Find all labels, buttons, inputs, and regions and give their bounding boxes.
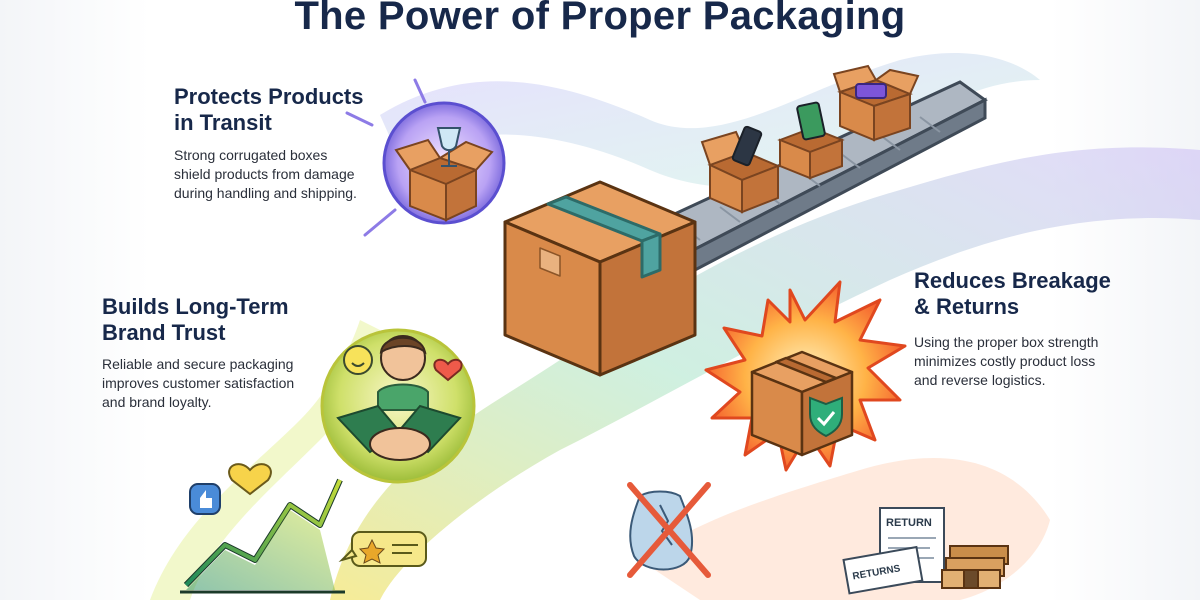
reduces-breakage-heading: Reduces Breakage & Returns: [914, 268, 1111, 319]
reduces-breakage-description: Using the proper box strength minimizes …: [914, 334, 1099, 388]
brand-trust-description: Reliable and secure packaging improves c…: [102, 356, 295, 410]
main-cardboard-box: [503, 180, 697, 377]
protects-products-heading: Protects Products in Transit: [174, 84, 364, 135]
returns-documents-illustration: RETURN RETURNS: [842, 507, 1009, 595]
protects-products-description: Strong corrugated boxes shield products …: [174, 147, 357, 201]
return-doc-label: RETURN: [886, 517, 932, 529]
reduces-breakage-illustration: [704, 280, 907, 472]
broken-vase-illustration: [627, 482, 711, 578]
brand-trust-heading: Builds Long-Term Brand Trust: [102, 294, 289, 345]
growth-chart-illustration: [180, 463, 427, 594]
protect-products-illustration: [345, 78, 506, 237]
conveyor-belt: [637, 64, 988, 285]
page-title: The Power of Proper Packaging: [294, 0, 906, 38]
brand-trust-illustration: [320, 328, 476, 484]
